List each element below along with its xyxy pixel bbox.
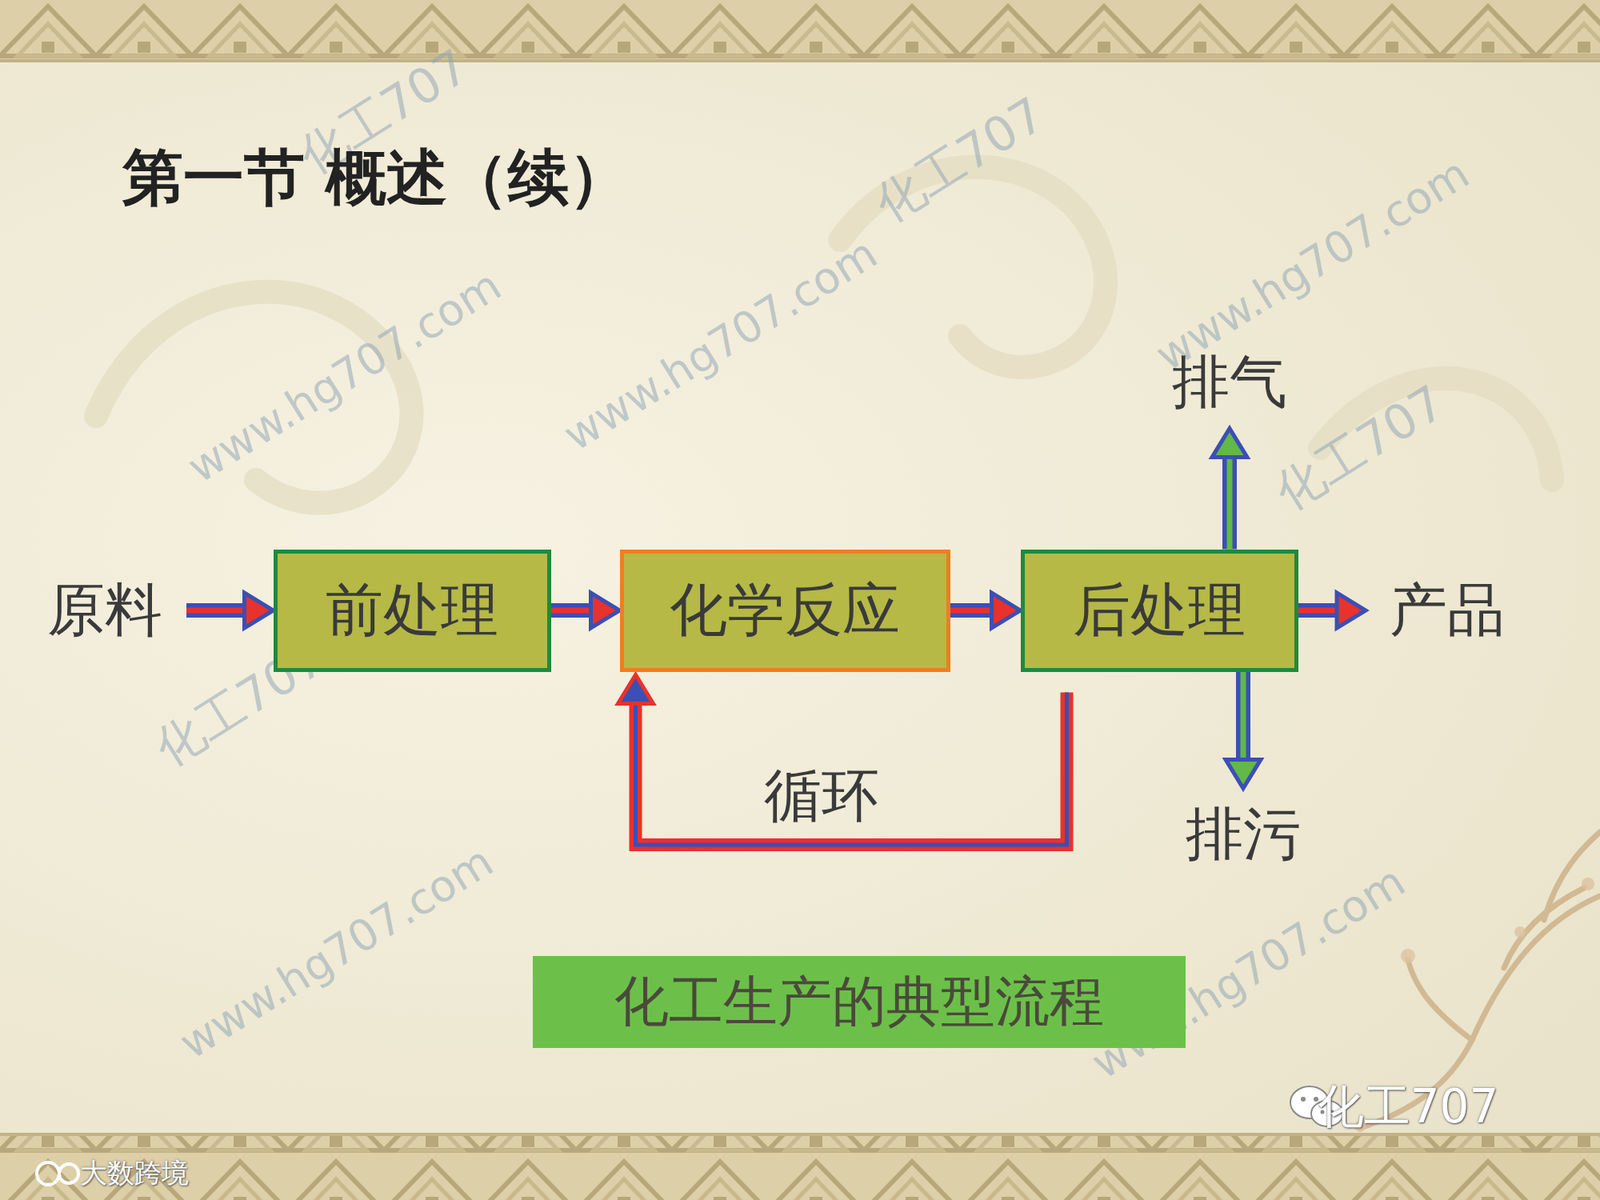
arrow-head — [1225, 759, 1261, 788]
watermark: 化工707 — [1263, 371, 1457, 526]
top-border-line — [0, 59, 1600, 63]
flow-arrow — [186, 592, 274, 628]
terminal-label: 原料 — [42, 573, 168, 647]
arrow-shaft-core — [551, 608, 592, 614]
brand-mark: 大数跨境 — [80, 1155, 189, 1192]
arrow-shaft-core — [1298, 608, 1338, 614]
bottom-border — [0, 1134, 1600, 1200]
watermark: www.hg707.com — [170, 835, 502, 1068]
flow-arrow — [1212, 428, 1248, 550]
arrow-shaft-outline — [1236, 672, 1251, 760]
terminal-label: 排气 — [1167, 345, 1292, 419]
arrow-head — [1212, 428, 1248, 458]
arrow-head — [618, 675, 654, 704]
caption-band: 化工生产的典型流程 — [532, 956, 1186, 1048]
node-text: 排污 — [1185, 802, 1301, 866]
arrow-shaft-outline — [950, 603, 992, 618]
top-border — [0, 0, 1600, 61]
flow-arrow — [1298, 592, 1367, 628]
arrow-shaft-core — [1227, 457, 1233, 550]
arrow-shaft-outline — [1298, 603, 1338, 618]
node-text: 排气 — [1172, 350, 1288, 414]
process-box: 前处理 — [273, 549, 552, 672]
node-text: 原料 — [47, 578, 163, 642]
node-text: 产品 — [1389, 578, 1505, 642]
process-box: 后处理 — [1020, 549, 1299, 672]
slide-title: 第一节 概述（续） — [122, 137, 630, 220]
node-text: 化学反应 — [669, 578, 900, 642]
terminal-label: 排污 — [1180, 797, 1306, 871]
arrow-shaft-core — [186, 608, 245, 614]
node-text: 前处理 — [325, 578, 499, 642]
flow-arrow — [1225, 672, 1261, 789]
brand-mark: 化工707 — [1317, 1076, 1500, 1139]
edge-label: 循环 — [759, 757, 884, 835]
arrow-shaft-outline — [1222, 457, 1237, 550]
arrow-shaft-outline — [636, 692, 1068, 846]
flow-arrow — [950, 592, 1021, 628]
caption: 化工生产的典型流程 — [614, 965, 1104, 1039]
terminal-label: 产品 — [1384, 573, 1510, 647]
arrow-shaft-outline — [551, 603, 592, 618]
watermark: www.hg707.com — [554, 227, 886, 460]
node-text: 后处理 — [1072, 578, 1246, 642]
arrow-shaft-core — [1240, 672, 1247, 760]
process-box: 化学反应 — [620, 549, 951, 672]
arrow-head — [591, 592, 620, 628]
arrow-head — [992, 592, 1021, 628]
flow-arrow — [618, 675, 1068, 846]
watermark: 化工707 — [863, 83, 1057, 238]
corner-logo — [36, 1162, 79, 1185]
arrow-shaft-core — [636, 692, 1068, 846]
flow-arrow — [551, 592, 620, 628]
watermark: www.hg707.com — [1146, 147, 1478, 380]
arrow-head — [1336, 592, 1366, 628]
arrow-shaft-core — [950, 608, 992, 614]
arrow-shaft-outline — [186, 603, 245, 618]
arrow-head — [244, 592, 274, 628]
